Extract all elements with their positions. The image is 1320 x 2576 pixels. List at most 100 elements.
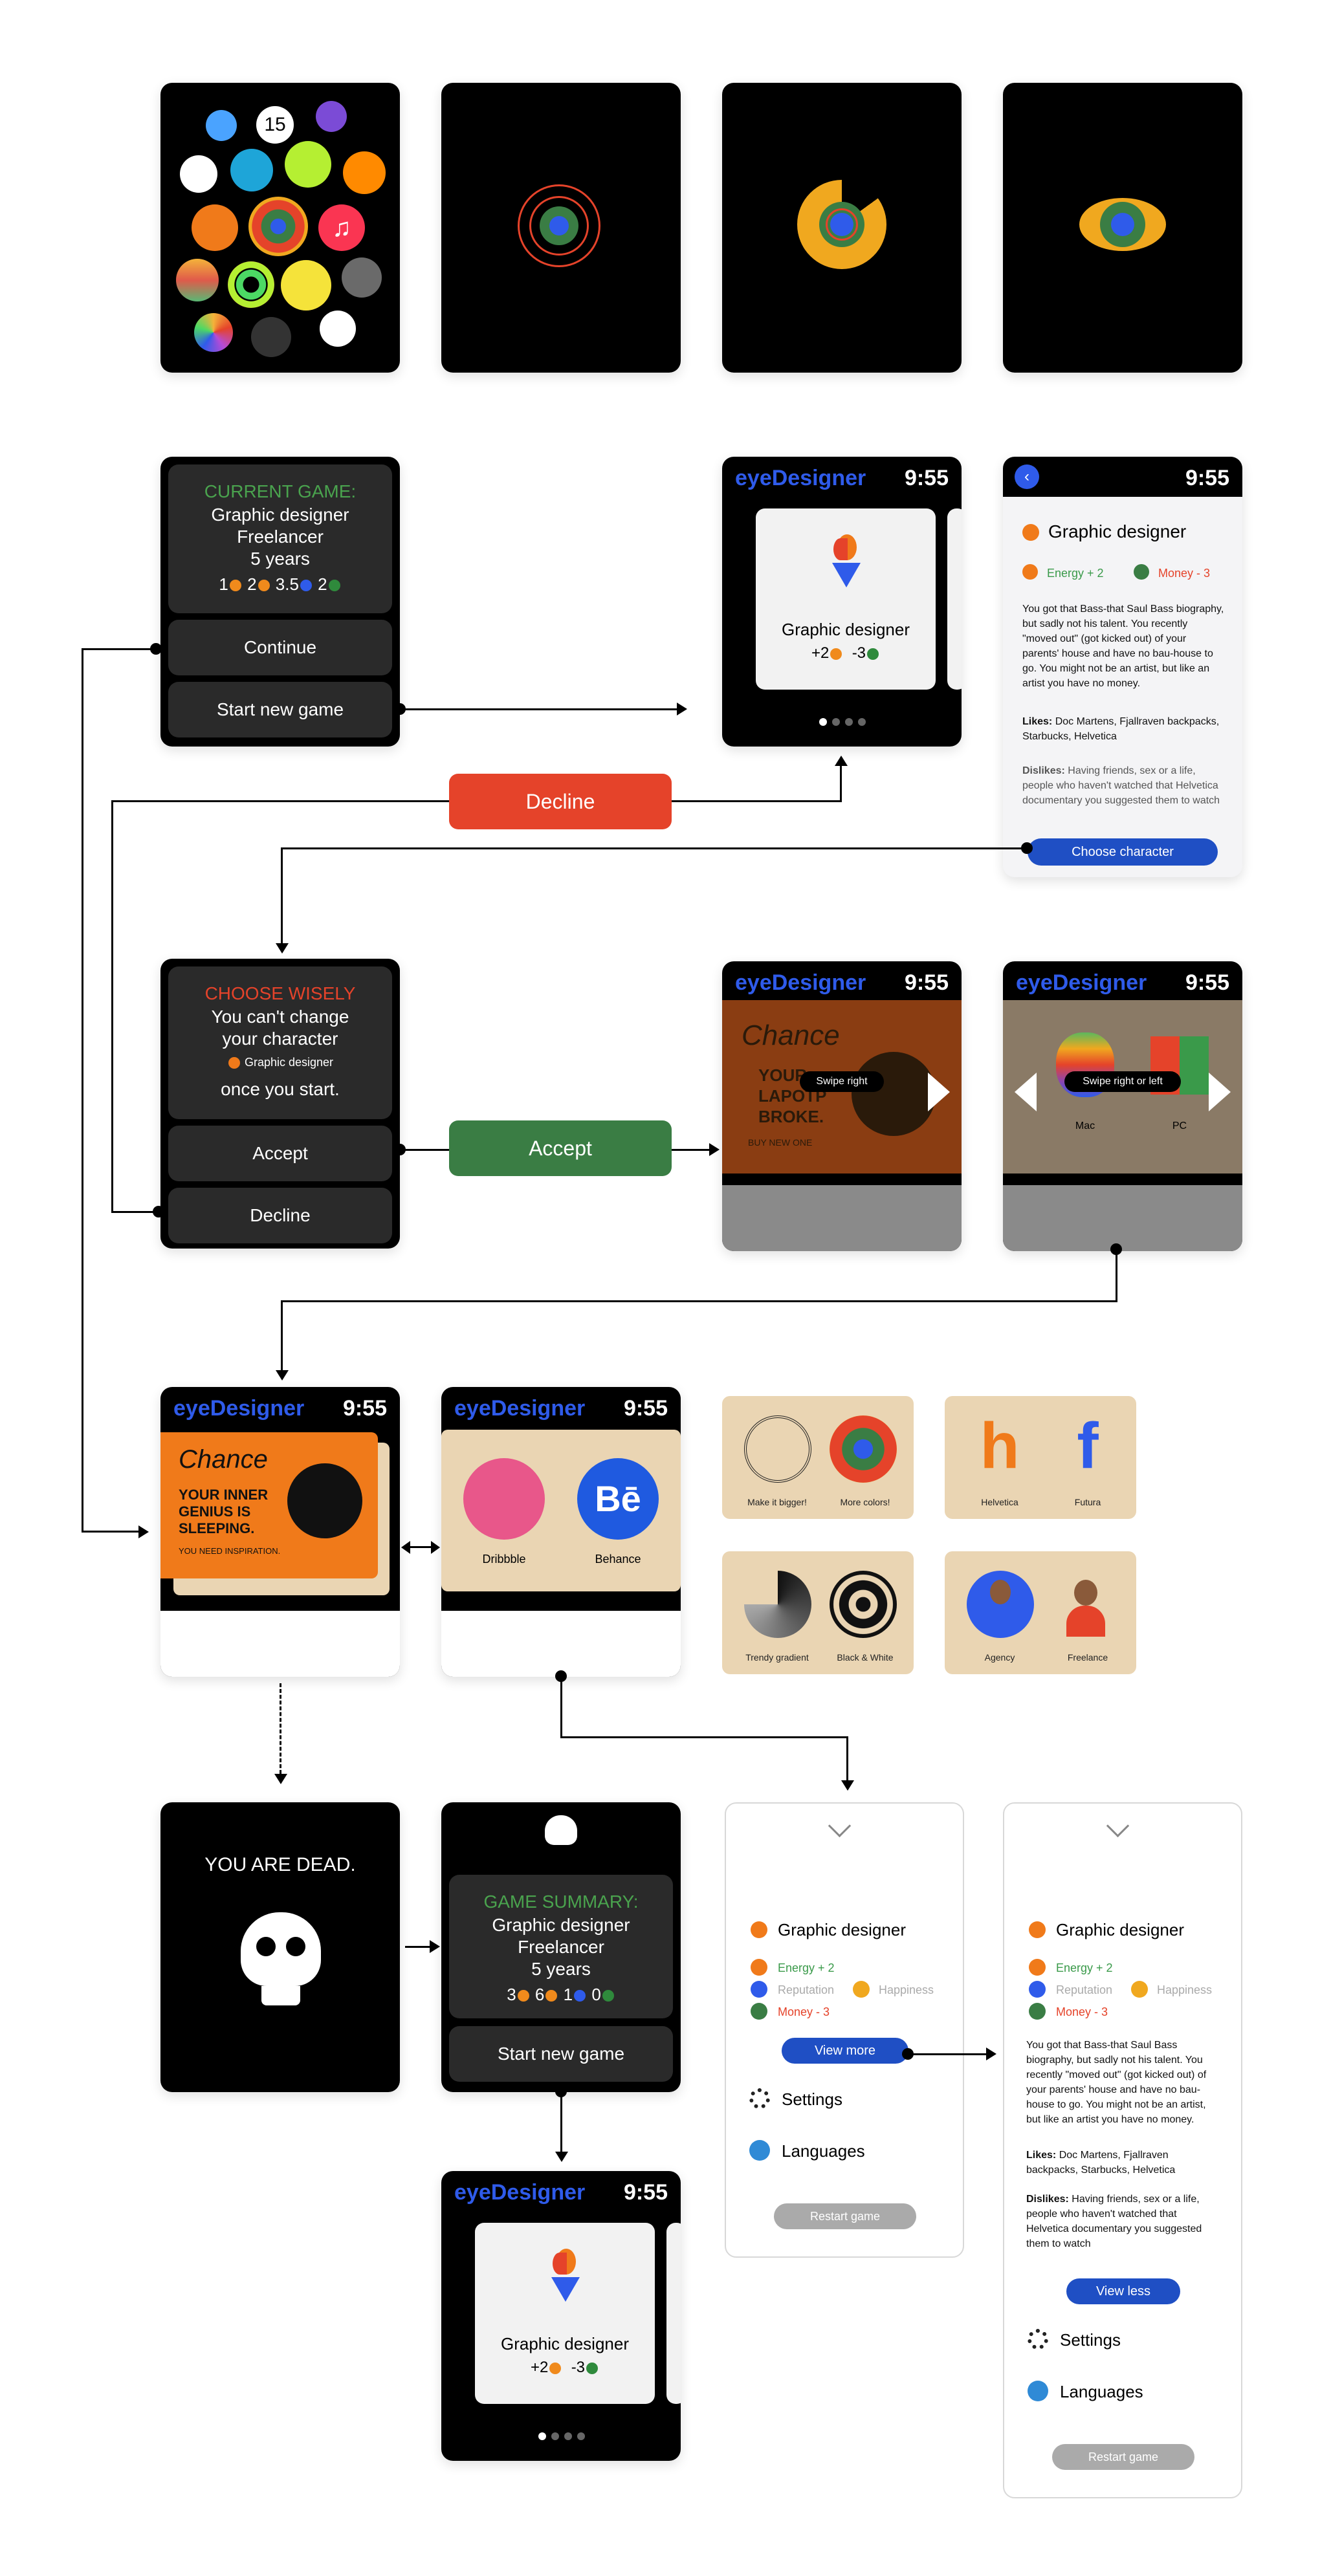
connector-line	[82, 648, 155, 650]
next-card-peek[interactable]	[666, 2223, 681, 2404]
swipe-left-arrow-icon[interactable]	[1015, 1073, 1037, 1111]
decline-flow-label: Decline	[449, 774, 672, 829]
gear-icon[interactable]	[1028, 2329, 1048, 2350]
option-label: Futura	[1074, 1497, 1101, 1507]
accept-flow-label: Accept	[449, 1120, 672, 1176]
happiness-stat: Happiness	[1157, 1983, 1213, 1996]
event-card[interactable]: Chance YOUR INNER GENIUS IS SLEEPING. YO…	[160, 1432, 378, 1578]
app-icon-weather[interactable]	[206, 110, 237, 141]
clock-time: 9:55	[1185, 970, 1229, 995]
app-icon-stocks[interactable]	[251, 317, 291, 357]
option-tile-gradient[interactable]: Trendy gradient Black & White	[722, 1551, 914, 1674]
app-icon-orange[interactable]	[192, 204, 238, 251]
swipe-right-arrow-icon[interactable]	[1209, 1073, 1231, 1111]
continue-button[interactable]: Continue	[168, 620, 392, 675]
start-new-game-button[interactable]: Start new game	[449, 2026, 673, 2082]
stats-tray	[1003, 1185, 1242, 1251]
dribbble-label: Dribbble	[482, 1553, 526, 1566]
event-card[interactable]: Chance YOUR LAPOTP BROKE. BUY NEW ONE Sw…	[722, 1000, 962, 1173]
connector-line-dashed	[280, 1683, 281, 1774]
app-icon-workout[interactable]	[285, 141, 331, 188]
choose-character-button[interactable]: Choose character	[1028, 838, 1218, 866]
connector-line	[560, 1736, 848, 1738]
languages-item[interactable]: Languages	[1060, 2382, 1143, 2401]
menu-panel-collapsed: Graphic designer Energy + 2 Reputation H…	[725, 1802, 964, 2258]
app-icon-podcast[interactable]	[342, 257, 382, 298]
helvetica-glyph-icon: h	[980, 1410, 1020, 1482]
app-icon-music[interactable]: ♫	[318, 204, 365, 251]
app-icon-maps[interactable]	[180, 155, 217, 193]
view-less-button[interactable]: View less	[1066, 2278, 1180, 2304]
next-card-peek[interactable]	[947, 508, 962, 690]
laptop-broke-screen: eyeDesigner 9:55 Chance YOUR LAPOTP BROK…	[722, 961, 962, 1251]
connector-line	[111, 800, 113, 1212]
gear-icon[interactable]	[749, 2088, 770, 2109]
happiness-icon	[853, 1981, 870, 1998]
connector-line	[409, 1546, 432, 1548]
app-icon-hearing[interactable]	[281, 260, 331, 311]
chance-logo: Chance	[742, 1020, 840, 1051]
connector-line	[82, 1531, 140, 1533]
app-icon-clock[interactable]: 15	[256, 106, 294, 144]
connector-line	[281, 1300, 283, 1371]
character-card[interactable]: Graphic designer +2 -3	[475, 2223, 655, 2404]
choice-card[interactable]: Mac PC Swipe right or left	[1003, 1000, 1242, 1173]
stats-tray	[160, 1611, 400, 1677]
current-game-type: Freelancer	[237, 527, 324, 547]
app-title: eyeDesigner	[173, 1396, 305, 1421]
app-icon-health[interactable]	[320, 311, 356, 347]
start-new-game-button[interactable]: Start new game	[168, 682, 392, 737]
accept-button[interactable]: Accept	[168, 1126, 392, 1181]
connector-line	[907, 2053, 987, 2055]
app-icon-shortcuts[interactable]	[316, 101, 347, 132]
chevron-down-icon[interactable]	[1106, 1814, 1130, 1838]
character-name: Graphic designer	[501, 2334, 629, 2353]
languages-item[interactable]: Languages	[782, 2141, 865, 2161]
chevron-down-icon[interactable]	[828, 1814, 852, 1838]
decline-button[interactable]: Decline	[168, 1188, 392, 1243]
menu-bio: You got that Bass-that Saul Bass biograp…	[1026, 2040, 1207, 2125]
globe-icon[interactable]	[1028, 2381, 1048, 2401]
arrow-right-icon	[431, 1541, 440, 1554]
energy-stat: Energy + 2	[1056, 1961, 1113, 1974]
option-tile-fonts[interactable]: h f Helvetica Futura	[945, 1396, 1136, 1519]
stats-tray	[441, 1611, 681, 1677]
app-icon-rings[interactable]	[228, 261, 274, 308]
summary-card: GAME SUMMARY: Graphic designer Freelance…	[449, 1875, 673, 2018]
black-white-arc-icon	[830, 1571, 897, 1638]
app-icon-wallet[interactable]	[176, 259, 219, 301]
choice-card[interactable]: Bē Dribbble Behance	[441, 1430, 681, 1591]
reputation-stat: Reputation	[1056, 1983, 1113, 1996]
option-tile-concentric[interactable]: Make it bigger! More colors!	[722, 1396, 914, 1519]
laptop-sub: BUY NEW ONE	[748, 1137, 813, 1148]
genius-text: YOUR INNER GENIUS IS SLEEPING.	[179, 1487, 269, 1536]
summary-stats: 3 6 1 0	[449, 1985, 673, 2005]
back-button[interactable]: ‹	[1015, 464, 1039, 489]
app-icon-eyedesigner[interactable]	[248, 197, 308, 256]
arrow-down-icon	[276, 943, 289, 954]
logo-rings-icon	[518, 184, 600, 267]
settings-item[interactable]: Settings	[782, 2090, 842, 2109]
view-more-button[interactable]: View more	[782, 2038, 908, 2064]
character-card[interactable]: Graphic designer +2 -3	[756, 508, 936, 690]
settings-item[interactable]: Settings	[1060, 2330, 1121, 2350]
energy-stat: Energy + 2	[1047, 567, 1104, 580]
money-icon	[1029, 2003, 1046, 2020]
app-title: eyeDesigner	[454, 2180, 586, 2205]
arrow-up-icon	[835, 756, 848, 766]
restart-game-button[interactable]: Restart game	[1052, 2444, 1194, 2470]
clock-time: 9:55	[904, 970, 949, 995]
restart-game-button[interactable]: Restart game	[774, 2203, 916, 2229]
option-tile-work[interactable]: Agency Freelance	[945, 1551, 1136, 1674]
current-game-screen: CURRENT GAME: Graphic designer Freelance…	[160, 457, 400, 747]
page-indicator	[819, 718, 871, 727]
app-icon-activity[interactable]	[230, 149, 273, 191]
app-title: eyeDesigner	[735, 466, 866, 490]
connector-line	[281, 847, 283, 944]
current-game-stats: 1 2 3.5 2	[168, 574, 392, 595]
arrow-down-icon	[841, 1780, 854, 1791]
app-icon-photos[interactable]	[194, 313, 233, 352]
globe-icon[interactable]	[749, 2140, 770, 2161]
swipe-right-arrow-icon[interactable]	[928, 1073, 950, 1111]
app-icon-books[interactable]	[343, 151, 386, 194]
